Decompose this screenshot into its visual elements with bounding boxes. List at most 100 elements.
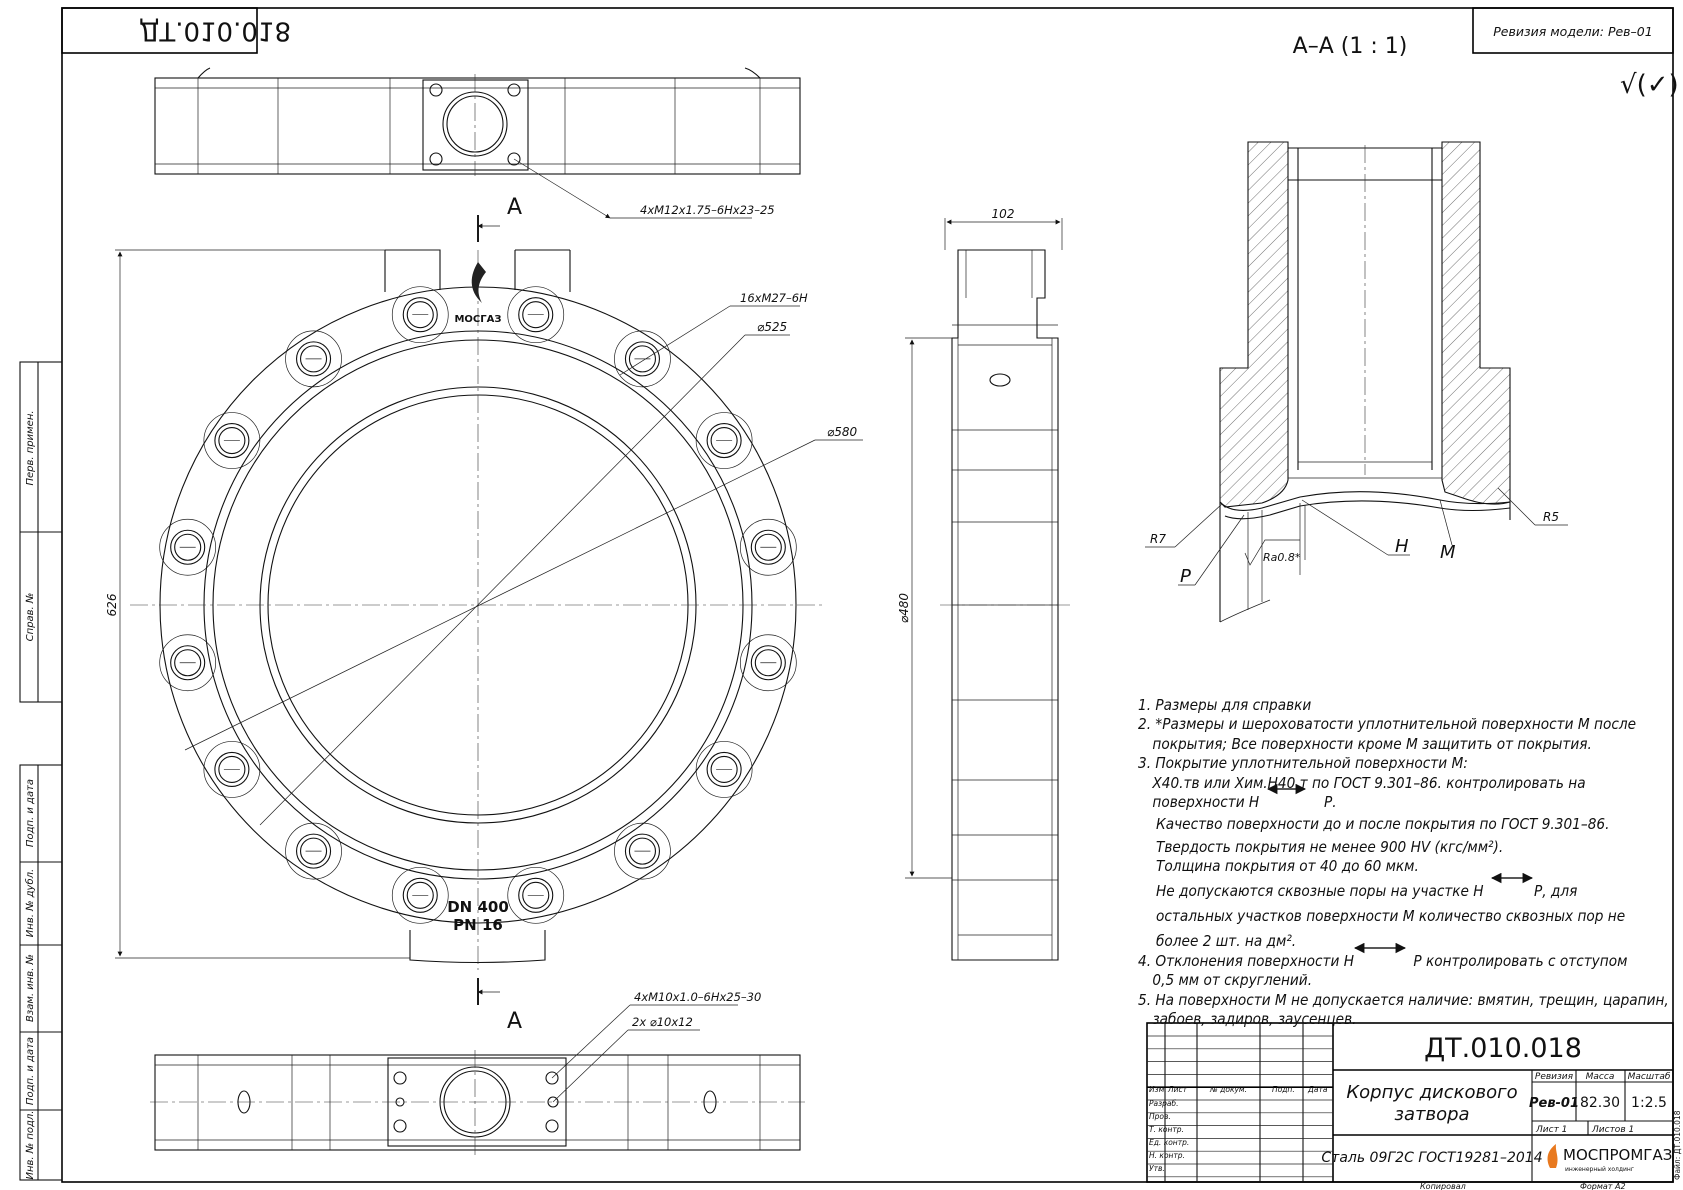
side-stamp-table: Перв. примен. Справ. № Подп. и дата Инв.… bbox=[19, 361, 63, 1181]
bolt-hole bbox=[624, 341, 660, 377]
note-4a: 4. Отклонения поверхности Н Р контролиров… bbox=[1138, 951, 1628, 971]
note-2b: покрытия; Все поверхности кроме М защити… bbox=[1152, 734, 1592, 753]
tb-col-date: Дата bbox=[1307, 1085, 1328, 1094]
note-3c-1: поверхности Н bbox=[1152, 793, 1260, 812]
stamp-podp-data-1: Подп. и дата bbox=[25, 779, 36, 847]
note-3i: более 2 шт. на дм². bbox=[1156, 932, 1297, 951]
tb-role-0: Разраб. bbox=[1149, 1099, 1178, 1108]
tb-sheets: Листов 1 bbox=[1591, 1125, 1634, 1135]
flange-lobe bbox=[739, 518, 797, 576]
dn-label: DN 400 bbox=[447, 898, 509, 916]
mirror-number-box bbox=[61, 7, 258, 54]
tb-scale: 1:2.5 bbox=[1631, 1095, 1667, 1111]
bolt-hole bbox=[522, 301, 550, 329]
bolt-hole bbox=[296, 341, 332, 377]
bolt-hole bbox=[174, 533, 202, 561]
bolt-hole bbox=[406, 301, 434, 329]
tb-rev-header: Ревизия bbox=[1535, 1072, 1574, 1082]
bolt-hole bbox=[174, 649, 202, 677]
company-name: МОСПРОМГАЗ bbox=[1563, 1146, 1672, 1164]
flange-logo-flame-icon bbox=[471, 262, 486, 303]
front-view: ⌀525 ⌀580 16xM27–6H 626 МОСГАЗ DN 400 PN… bbox=[105, 249, 863, 970]
flange-lobe bbox=[507, 286, 565, 344]
section-label: А–А (1 : 1) bbox=[1293, 34, 1408, 59]
note-3e: Твердость покрытия не менее 900 HV (кгс/… bbox=[1156, 837, 1504, 856]
dim-holes-16: 16xM27–6H bbox=[740, 291, 808, 305]
bolt-hole bbox=[296, 833, 332, 869]
tb-copied: Копировал bbox=[1420, 1182, 1466, 1190]
stamp-sprav: Справ. № bbox=[25, 593, 36, 642]
flange-lobe bbox=[391, 286, 449, 344]
bolt-hole bbox=[754, 649, 782, 677]
bolt-hole bbox=[750, 645, 786, 681]
tb-col-doc: № докум. bbox=[1209, 1085, 1247, 1094]
technical-notes: 1. Размеры для справки 2. *Размеры и шер… bbox=[1138, 696, 1669, 1030]
section-mark-top: А bbox=[507, 195, 522, 220]
dim-d580: ⌀580 bbox=[827, 425, 857, 439]
bolt-hole bbox=[518, 877, 554, 913]
label-h: Н bbox=[1395, 536, 1409, 557]
stamp-inv-dubl: Инв. № дубл. bbox=[24, 869, 36, 937]
dim-w102: 102 bbox=[992, 207, 1015, 221]
section-mark-bottom: А bbox=[507, 1009, 522, 1034]
dim-d480: ⌀480 bbox=[897, 593, 911, 623]
bolt-hole bbox=[754, 533, 782, 561]
bolt-hole bbox=[218, 755, 246, 783]
revision-header: Ревизия модели: Рев–01 bbox=[1493, 24, 1652, 39]
bolt-hole bbox=[706, 423, 742, 459]
bolt-hole bbox=[300, 345, 328, 373]
note-arrows bbox=[1266, 783, 1534, 954]
note-4a-2: Р контролировать с отступом bbox=[1413, 951, 1628, 970]
tb-format: Формат А2 bbox=[1580, 1182, 1626, 1190]
dim-d525: ⌀525 bbox=[757, 320, 787, 334]
side-view: 102 ⌀480 bbox=[897, 207, 1070, 961]
tb-col-izm: Изм. bbox=[1149, 1085, 1167, 1094]
flange-lobe bbox=[159, 518, 217, 576]
tb-role-2: Т. контр. bbox=[1149, 1125, 1184, 1134]
bolt-hole bbox=[628, 837, 656, 865]
flange-lobe bbox=[507, 866, 565, 924]
stamp-vzam-inv: Взам. инв. № bbox=[25, 954, 36, 1022]
label-p: Р bbox=[1180, 566, 1191, 587]
bolt-hole bbox=[300, 837, 328, 865]
bolt-hole bbox=[218, 427, 246, 455]
bolt-hole bbox=[710, 755, 738, 783]
bolt-hole bbox=[214, 751, 250, 787]
tb-col-list: Лист bbox=[1167, 1085, 1188, 1094]
tb-role-3: Ед. контр. bbox=[1149, 1138, 1189, 1147]
flange-lobe bbox=[203, 412, 261, 469]
dim-bolt-holes-bottom: 4xM10x1.0–6Hx25–30 bbox=[634, 990, 761, 1004]
dim-r7: R7 bbox=[1150, 532, 1166, 546]
flange-lobe bbox=[285, 822, 342, 880]
bolt-hole bbox=[522, 881, 550, 909]
note-3g-1: Не допускаются сквозные поры на участке … bbox=[1156, 881, 1484, 900]
dim-h626: 626 bbox=[105, 593, 119, 616]
tb-file: Файл: ДТ.010.018 bbox=[1673, 1110, 1682, 1180]
title-block: ДТ.010.018 Корпус дискового затвора Стал… bbox=[1146, 1022, 1682, 1190]
dim-r5: R5 bbox=[1543, 510, 1559, 524]
bolt-hole bbox=[706, 751, 742, 787]
note-4a-1: 4. Отклонения поверхности Н bbox=[1138, 951, 1355, 970]
note-3b: Х40.тв или Хим.Н40.т по ГОСТ 9.301–86. к… bbox=[1152, 773, 1586, 792]
note-3d: Качество поверхности до и после покрытия… bbox=[1156, 815, 1610, 834]
pn-label: PN 16 bbox=[453, 916, 503, 934]
note-1: 1. Размеры для справки bbox=[1138, 696, 1312, 714]
note-3c-2: Р. bbox=[1324, 793, 1337, 812]
tb-mass: 82.30 bbox=[1580, 1095, 1620, 1111]
label-m: М bbox=[1440, 542, 1456, 563]
note-3g-2: Р, для bbox=[1534, 881, 1578, 900]
tb-role-1: Пров. bbox=[1149, 1112, 1171, 1121]
flange-lobe bbox=[614, 822, 671, 880]
stamp-podp-data-2: Подп. и дата bbox=[25, 1037, 36, 1105]
note-5b: забоев, задиров, заусенцев. bbox=[1152, 1010, 1357, 1029]
flange-lobe bbox=[614, 330, 671, 388]
note-3a: 3. Покрытие уплотнительной поверхности М… bbox=[1138, 754, 1468, 773]
note-2a: 2. *Размеры и шероховатости уплотнительн… bbox=[1138, 715, 1636, 734]
tb-name-1: Корпус дискового bbox=[1346, 1082, 1517, 1103]
note-3h: остальных участков поверхности М количес… bbox=[1156, 907, 1626, 926]
flange-lobe bbox=[391, 866, 449, 924]
stamp-perv-primen: Перв. примен. bbox=[25, 410, 36, 485]
section-marks: А А bbox=[477, 195, 522, 1034]
tb-role-5: Утв. bbox=[1149, 1164, 1165, 1173]
